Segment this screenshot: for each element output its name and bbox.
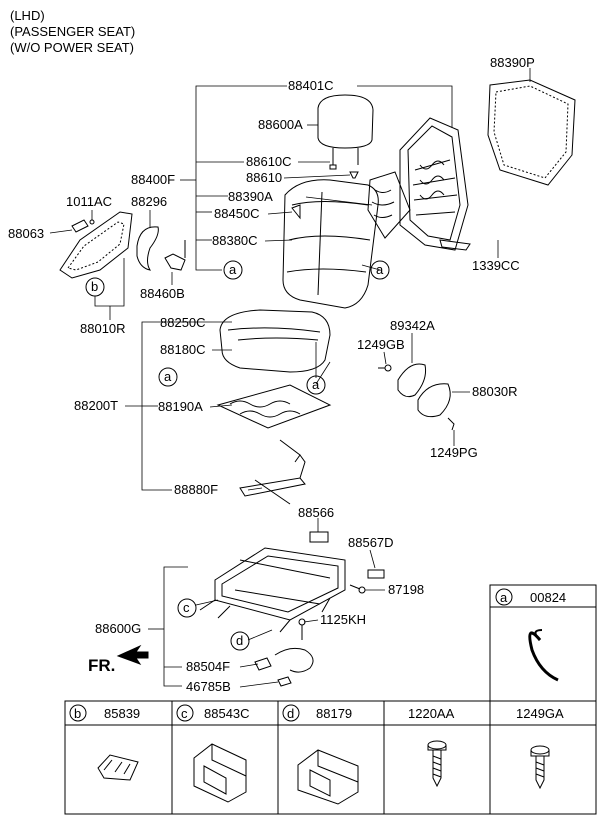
callout-circles <box>69 260 513 722</box>
label-46785B: 46785B <box>186 679 231 694</box>
label-88450C: 88450C <box>214 206 260 221</box>
label-88380C: 88380C <box>212 233 258 248</box>
headrest-drawing <box>317 94 374 179</box>
label-88401C: 88401C <box>288 78 334 93</box>
label-1125KH: 1125KH <box>320 612 367 627</box>
label-88566: 88566 <box>298 505 335 520</box>
parts-table-grid <box>64 700 597 815</box>
label-88200T: 88200T <box>74 398 119 413</box>
callout-a-1: a <box>229 262 237 277</box>
clip-85839-drawing <box>97 754 139 781</box>
callout-a-3: a <box>312 377 320 392</box>
header-line-1: (LHD) <box>10 8 45 23</box>
label-88010R: 88010R <box>80 321 126 336</box>
label-88030R: 88030R <box>472 384 518 399</box>
label-88190A: 88190A <box>158 399 203 414</box>
table-part-85839: 85839 <box>104 706 141 721</box>
header-line-2: (PASSENGER SEAT) <box>10 24 136 39</box>
inset-a-part: 00824 <box>530 590 567 605</box>
table-part-1220AA: 1220AA <box>408 706 455 721</box>
screw-1220AA-icon <box>427 740 447 788</box>
clip-88566-drawing <box>309 531 329 543</box>
label-88600G: 88600G <box>95 621 142 636</box>
table-part-88179: 88179 <box>316 706 353 721</box>
recliner-cover-drawing <box>136 226 186 271</box>
label-88390P: 88390P <box>490 55 535 70</box>
table-letter-d: d <box>287 706 295 721</box>
side-cover-right-drawing <box>378 363 455 431</box>
callout-b: b <box>91 279 99 294</box>
callout-c: c <box>183 600 190 615</box>
label-88567D: 88567D <box>348 535 394 550</box>
occupant-sensor-drawing <box>239 454 306 505</box>
label-1249PG: 1249PG <box>430 445 478 460</box>
seatback-cushion-drawing <box>282 179 379 309</box>
header-line-3: (W/O POWER SEAT) <box>10 40 134 55</box>
label-89342A: 89342A <box>390 318 435 333</box>
label-1249GB: 1249GB <box>357 337 405 352</box>
label-88880F: 88880F <box>174 482 219 497</box>
label-87198: 87198 <box>388 582 425 597</box>
callout-a-2: a <box>376 262 384 277</box>
callout-d: d <box>236 633 244 648</box>
label-1339CC: 1339CC <box>472 258 520 273</box>
clip-88543C-drawing <box>193 743 247 803</box>
clip-88179-drawing <box>297 749 359 805</box>
label-88296: 88296 <box>131 194 168 209</box>
label-88180C: 88180C <box>160 342 206 357</box>
label-88600A: 88600A <box>258 117 303 132</box>
front-arrow-icon <box>116 644 149 665</box>
lumbar-pad-drawing <box>367 171 411 239</box>
harness-88504F-drawing <box>254 647 314 687</box>
clip-88567D-drawing <box>367 569 385 579</box>
seatback-panel-88390P <box>487 79 576 186</box>
label-88610C: 88610C <box>246 154 292 169</box>
seatback-frame-drawing <box>399 117 471 251</box>
label-88400F: 88400F <box>131 172 176 187</box>
label-1011AC: 1011AC <box>66 194 113 209</box>
front-direction-label: FR. <box>88 656 116 675</box>
screw-1249GA-icon <box>530 745 550 790</box>
label-88504F: 88504F <box>186 659 231 674</box>
label-88610: 88610 <box>246 170 283 185</box>
table-part-88543C: 88543C <box>204 706 250 721</box>
table-letter-b: b <box>74 706 82 721</box>
inset-a-letter: a <box>500 590 508 605</box>
leader-lines <box>49 68 531 688</box>
label-88063: 88063 <box>8 226 45 241</box>
label-88460B: 88460B <box>140 286 185 301</box>
seat-spring-mat-drawing <box>216 384 332 463</box>
seat-cushion-drawing <box>219 309 331 373</box>
table-letter-c: c <box>181 706 188 721</box>
table-part-1249GA: 1249GA <box>516 706 564 721</box>
label-88390A: 88390A <box>228 189 273 204</box>
callout-a-4: a <box>164 369 172 384</box>
label-88250C: 88250C <box>160 315 206 330</box>
side-shield-drawing <box>59 211 133 279</box>
